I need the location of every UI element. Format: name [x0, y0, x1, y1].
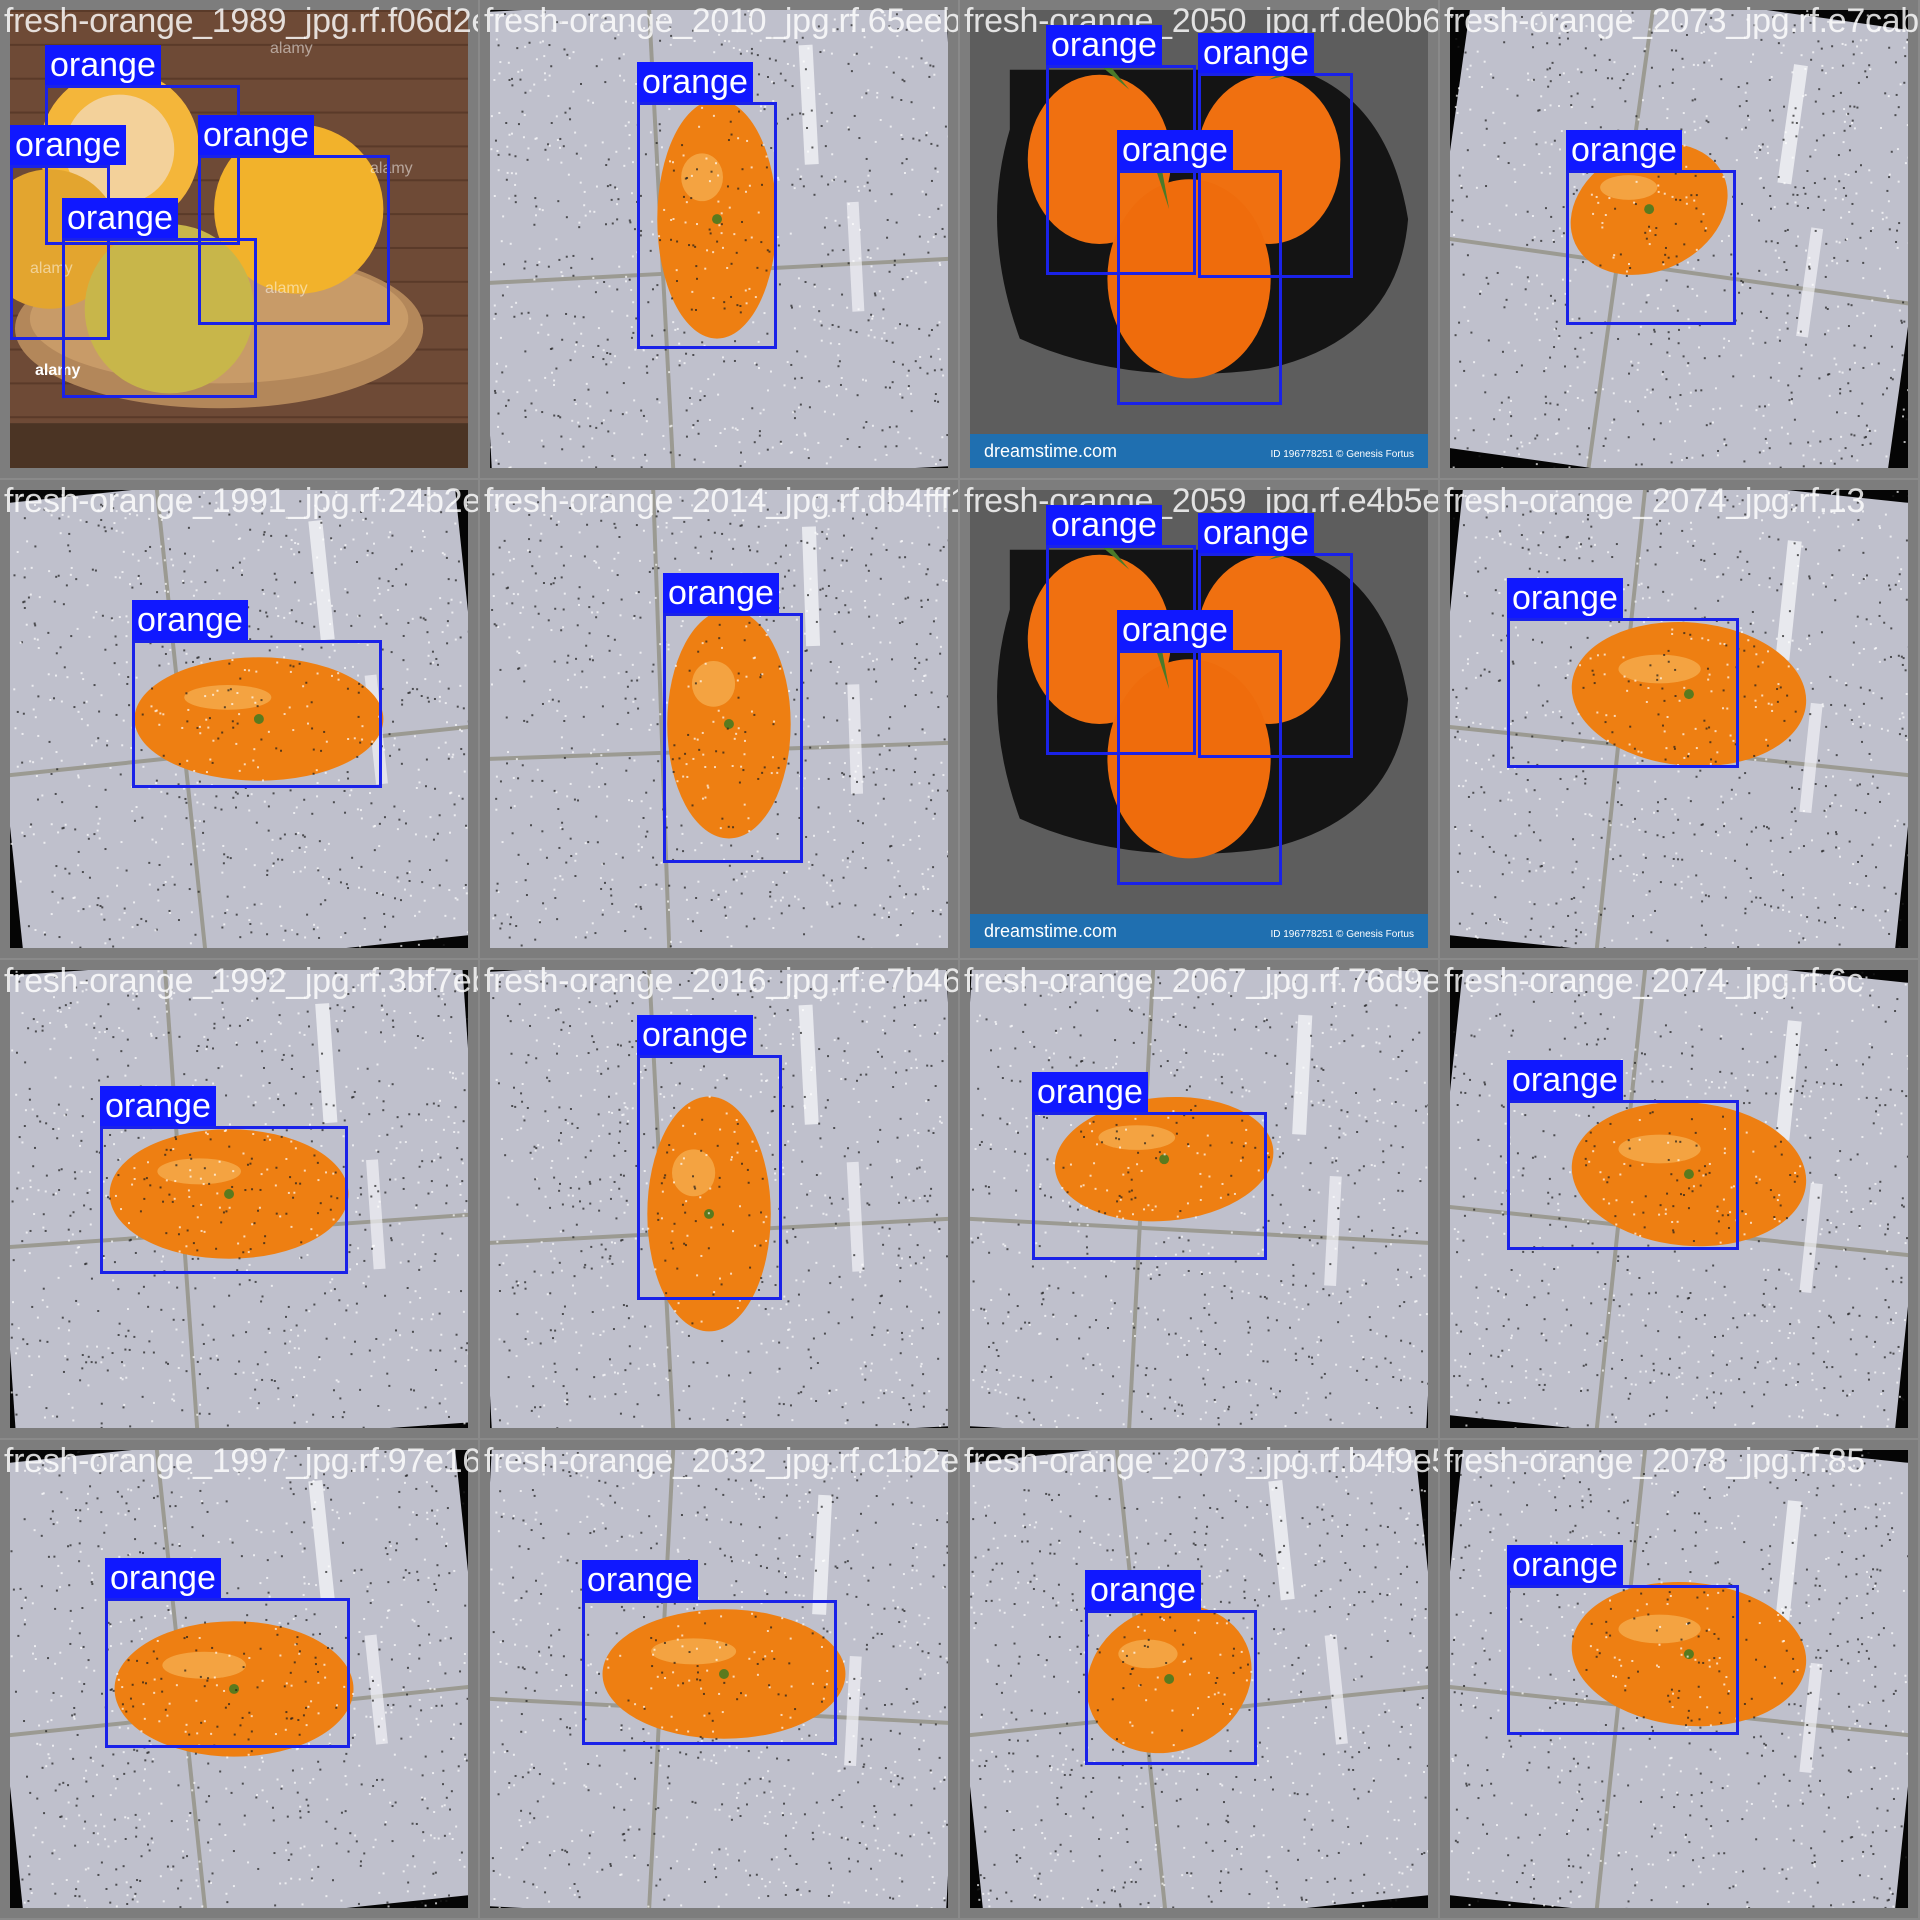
image-filename: fresh-orange_2073_jpg.rf.e7cab26e89b0d69…: [1444, 2, 1918, 40]
class-label: orange: [1198, 513, 1314, 553]
image-tile: fresh-orange_2014_jpg.rf.db4fff1b7225582…: [480, 480, 958, 958]
image-filename: fresh-orange_2074_jpg.rf.6c: [1444, 962, 1864, 1000]
bounding-box: [1507, 1100, 1739, 1250]
bounding-box: [1507, 1585, 1739, 1735]
image-filename: fresh-orange_2016_jpg.rf.e7b469b7e3bf8f2: [484, 962, 958, 1000]
bounding-box: [1198, 73, 1353, 278]
photo: [1450, 10, 1908, 468]
class-label: orange: [663, 573, 779, 613]
bounding-box: [637, 102, 777, 349]
photo: [10, 490, 468, 948]
image-tile: dreamstime.com ID 196778251 © Genesis For…: [960, 0, 1438, 478]
bounding-box: [1566, 170, 1736, 325]
bounding-box: [1032, 1112, 1267, 1260]
photo: [10, 970, 468, 1428]
watermark-text: alamy: [265, 280, 308, 297]
bounding-box: [105, 1598, 350, 1748]
class-label: orange: [1117, 610, 1233, 650]
image-tile: fresh-orange_2016_jpg.rf.e7b469b7e3bf8f2…: [480, 960, 958, 1438]
watermark-bar: [970, 434, 1428, 468]
image-filename: fresh-orange_2074_jpg.rf.13: [1444, 482, 1865, 520]
image-tile: fresh-orange_2010_jpg.rf.65eeb4f3c5d87e4…: [480, 0, 958, 478]
class-label: orange: [1046, 25, 1162, 65]
watermark-id: ID 196778251 © Genesis Fortus: [1270, 929, 1414, 940]
class-label: orange: [1507, 1545, 1623, 1585]
bounding-box: [1507, 618, 1739, 768]
photo: [970, 1450, 1428, 1908]
watermark-text: alamy: [370, 160, 413, 177]
image-filename: fresh-orange_2067_jpg.rf.76d9e7b72513f54…: [964, 962, 1438, 1000]
image-tile: fresh-orange_2067_jpg.rf.76d9e7b72513f54…: [960, 960, 1438, 1438]
bounding-box: [1198, 553, 1353, 758]
photo: [10, 1450, 468, 1908]
image-filename: fresh-orange_1992_jpg.rf.3bf7eb4ea7d830: [4, 962, 478, 1000]
image-filename: fresh-orange_1991_jpg.rf.24b2e6c767521f2…: [4, 482, 478, 520]
watermark-bar: [970, 914, 1428, 948]
image-tile: dreamstime.com ID 196778251 © Genesis For…: [960, 480, 1438, 958]
class-label: orange: [1566, 130, 1682, 170]
watermark-text: alamy: [35, 362, 81, 379]
class-label: orange: [1046, 505, 1162, 545]
bounding-box: [582, 1600, 837, 1745]
bounding-box: [132, 640, 382, 788]
watermark-id: ID 196778251 © Genesis Fortus: [1270, 449, 1414, 460]
class-label: orange: [100, 1086, 216, 1126]
watermark-text: dreamstime.com: [984, 921, 1118, 941]
photo: [490, 490, 948, 948]
image-tile: fresh-orange_1991_jpg.rf.24b2e6c767521f2…: [0, 480, 478, 958]
image-filename: fresh-orange_1989_jpg.rf.f06d2e53030be50…: [4, 2, 478, 40]
class-label: orange: [105, 1558, 221, 1598]
bounding-box: [637, 1055, 782, 1300]
image-tile: fresh-orange_2073_jpg.rf.e7cab26e89b0d69…: [1440, 0, 1918, 478]
photo: [490, 970, 948, 1428]
class-label: orange: [1085, 1570, 1201, 1610]
class-label: orange: [45, 45, 161, 85]
image-filename: fresh-orange_1997_jpg.rf.97e16fd16ab2994: [4, 1442, 478, 1480]
image-filename: fresh-orange_2073_jpg.rf.b4f9e5d4ca633b: [964, 1442, 1438, 1480]
bounding-box: [10, 165, 110, 340]
bounding-box: [100, 1126, 348, 1274]
photo: [490, 10, 948, 468]
class-label: orange: [1032, 1072, 1148, 1112]
class-label: orange: [1117, 130, 1233, 170]
class-label: orange: [132, 600, 248, 640]
class-label: orange: [1507, 1060, 1623, 1100]
bounding-box: [1117, 170, 1282, 405]
image-filename: fresh-orange_2078_jpg.rf.85: [1444, 1442, 1865, 1480]
class-label: orange: [10, 125, 126, 165]
class-label: orange: [637, 1015, 753, 1055]
class-label: orange: [582, 1560, 698, 1600]
image-filename: fresh-orange_2014_jpg.rf.db4fff1b7225582…: [484, 482, 958, 520]
bounding-box: [663, 613, 803, 863]
class-label: orange: [637, 62, 753, 102]
photo: [490, 1450, 948, 1908]
image-filename: fresh-orange_2010_jpg.rf.65eeb4f3c5d87e4…: [484, 2, 958, 40]
watermark-text: alamy: [270, 40, 313, 57]
class-label: orange: [62, 198, 178, 238]
image-tile: fresh-orange_1992_jpg.rf.3bf7eb4ea7d830o…: [0, 960, 478, 1438]
class-label: orange: [198, 115, 314, 155]
image-tile: fresh-orange_2073_jpg.rf.b4f9e5d4ca633bo…: [960, 1440, 1438, 1918]
image-tile: fresh-orange_1997_jpg.rf.97e16fd16ab2994…: [0, 1440, 478, 1918]
class-label: orange: [1507, 578, 1623, 618]
image-filename: fresh-orange_2032_jpg.rf.c1b2ef6e82397: [484, 1442, 958, 1480]
bounding-box: [1085, 1610, 1257, 1765]
image-tile: fresh-orange_2032_jpg.rf.c1b2ef6e82397or…: [480, 1440, 958, 1918]
bounding-box: [1117, 650, 1282, 885]
class-label: orange: [1198, 33, 1314, 73]
bounding-box: [62, 238, 257, 398]
watermark-text: dreamstime.com: [984, 441, 1118, 461]
